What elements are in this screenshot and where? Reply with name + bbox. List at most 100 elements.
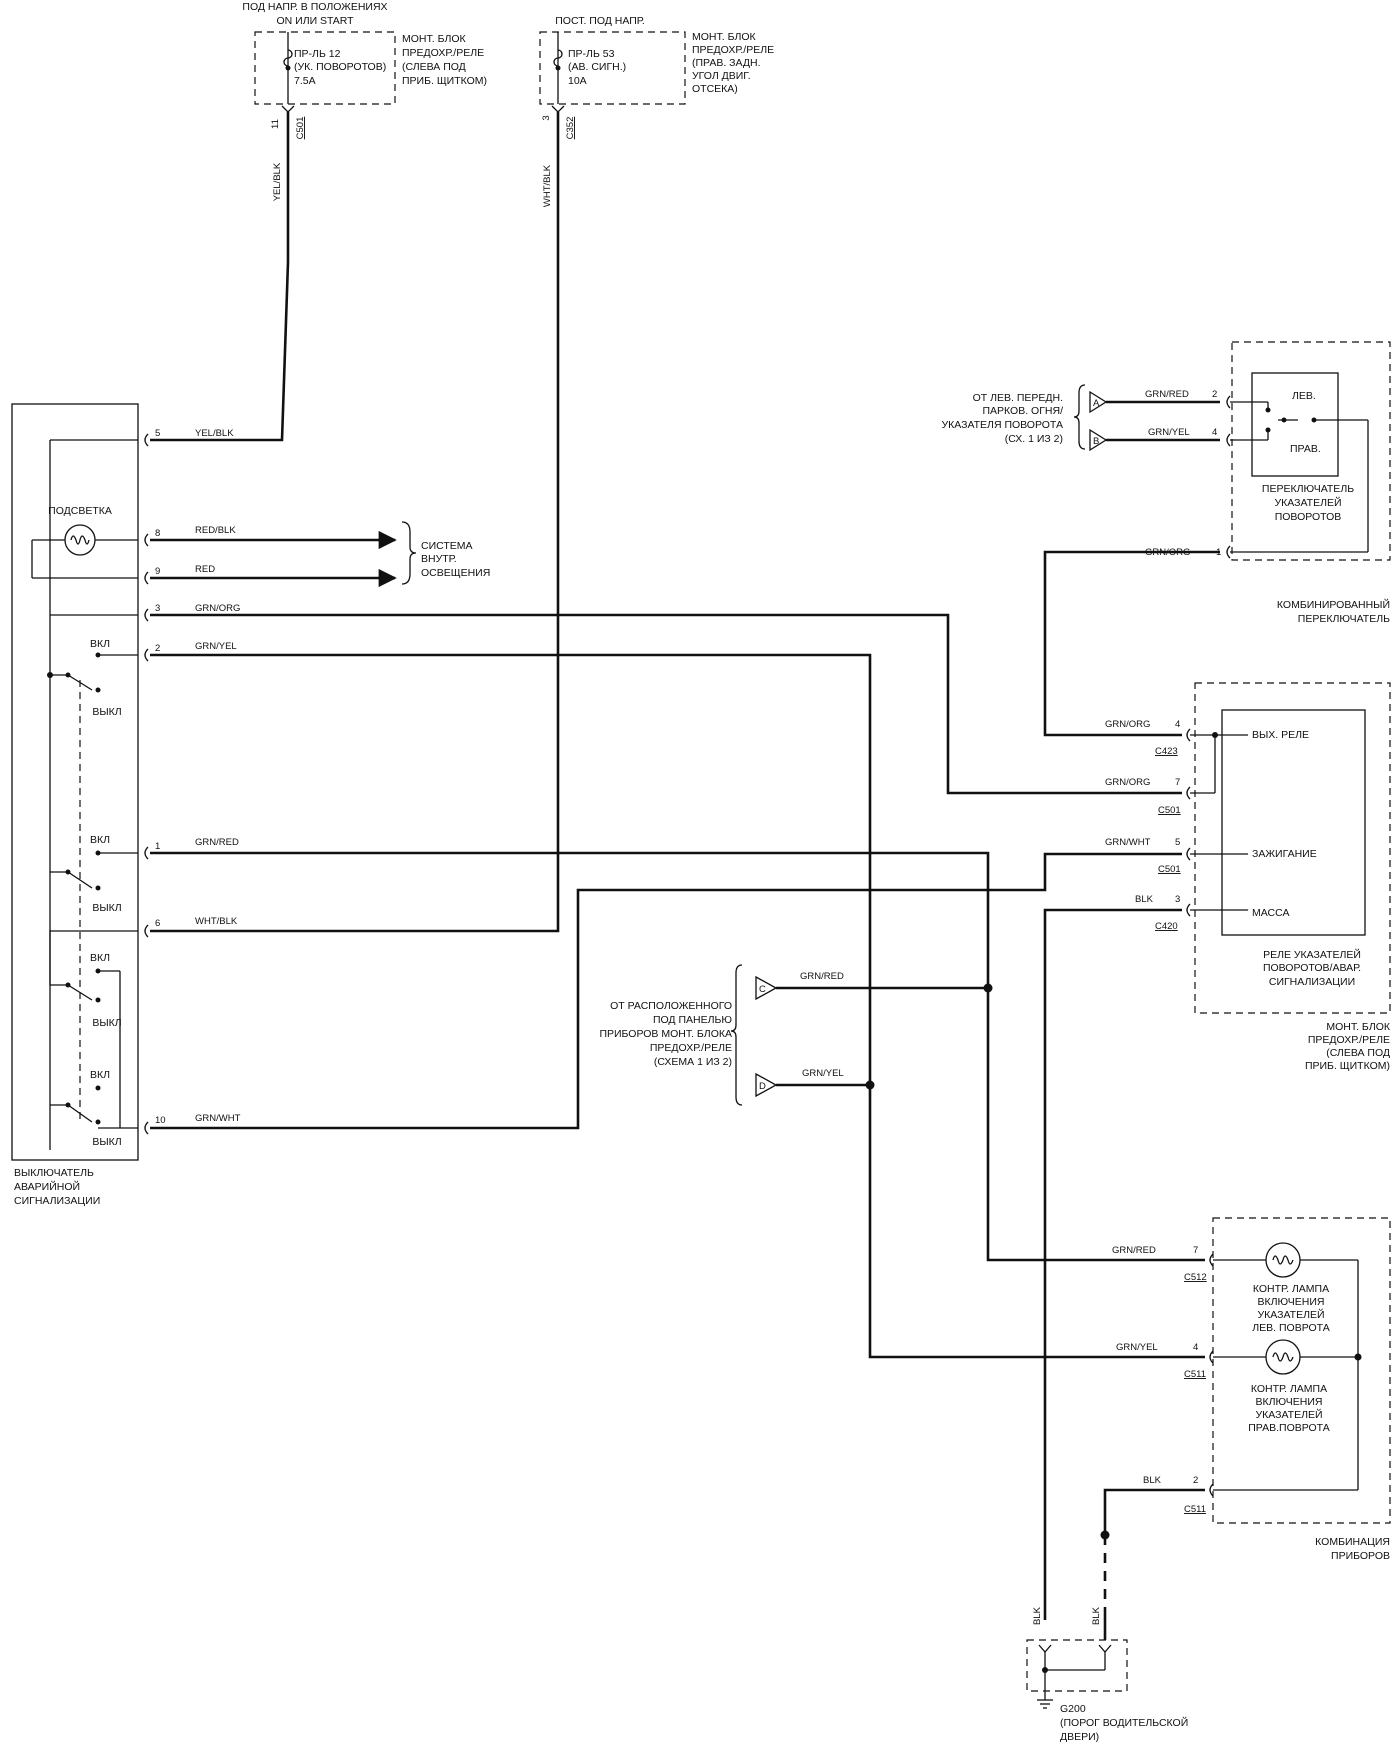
wire-grn-wht [150, 852, 1182, 1130]
junction-dot [983, 983, 993, 993]
relay-ground-label: МАССА [1252, 907, 1289, 919]
connector-icon [144, 433, 149, 1135]
interior-lighting-line3: ОСВЕЩЕНИЯ [421, 567, 490, 579]
hazard-switch-outline [11, 403, 139, 1161]
cluster-conn-c511-a: C511 [1184, 1369, 1206, 1380]
wire-wht-blk [150, 112, 560, 933]
relay-title-2: ПОВОРОТОВ/АВАР. [1263, 962, 1361, 974]
cluster-pin-2: 2 [1193, 1475, 1198, 1486]
panel-ref-line2: ПОД ПАНЕЛЬЮ [653, 1014, 732, 1026]
right-lamp-line2: ВКЛЮЧЕНИЯ [1256, 1396, 1323, 1408]
flasher-relay: ВЫХ. РЕЛЕ ЗАЖИГАНИЕ МАССА РЕЛЕ УКАЗАТЕЛЕ… [1105, 682, 1391, 1072]
turn-switch-title-2: УКАЗАТЕЛЕЙ [1274, 496, 1341, 509]
ground-outline [1026, 1639, 1128, 1692]
switch-on-label-3: ВКЛ [90, 952, 110, 964]
left-lamp-line4: ЛЕВ. ПОВРОТА [1252, 1322, 1329, 1334]
fuse53-purpose: (АВ. СИГН.) [568, 61, 626, 73]
park-lamp-ref: ОТ ЛЕВ. ПЕРЕДН. ПАРКОВ. ОГНЯ/ УКАЗАТЕЛЯ … [941, 384, 1217, 452]
relay-conn-c501-a: C501 [1158, 805, 1181, 816]
connector-icon [281, 105, 295, 113]
hazard-wire-yel-blk: YEL/BLK [195, 428, 234, 439]
relay-block-1: МОНТ. БЛОК [1326, 1021, 1391, 1033]
hazard-pin-3: 3 [155, 603, 160, 614]
fuse-icon [553, 49, 563, 67]
hazard-pin-1: 1 [155, 841, 160, 852]
relay-block-4: ПРИБ. ЩИТКОМ) [1305, 1060, 1390, 1072]
connector-icon [1038, 1644, 1112, 1653]
combo-switch-title-1: КОМБИНИРОВАННЫЙ [1277, 598, 1390, 611]
fuse12-block-line1: МОНТ. БЛОК [402, 33, 467, 45]
cluster-title-1: КОМБИНАЦИЯ [1315, 1536, 1390, 1548]
fuse12-name: ПР-ЛЬ 12 [294, 48, 341, 60]
brace-icon [401, 521, 417, 585]
switch-off-label-4: ВЫКЛ [92, 1136, 121, 1148]
fuse53-block-line4: УГОЛ ДВИГ. [692, 70, 751, 82]
hazard-pin-8: 8 [155, 528, 160, 539]
relay-wire-5: GRN/WHT [1105, 837, 1151, 848]
wire-blk-cluster [1103, 1488, 1205, 1535]
relay-wire-3: BLK [1135, 894, 1154, 905]
wire-grn-org-hazard [150, 613, 1182, 795]
fuse12-connector: C501 [295, 117, 306, 140]
panel-ref-line4: ПРЕДОХР./РЕЛЕ [650, 1042, 732, 1054]
connector-icon [1226, 395, 1231, 559]
fuse-icon [283, 49, 293, 67]
hazard-wire-grn-wht: GRN/WHT [195, 1113, 241, 1124]
fuse12-pin: 11 [270, 119, 281, 129]
fuse53-block-line2: ПРЕДОХР./РЕЛЕ [692, 44, 774, 56]
fuse53-block-outline [539, 31, 686, 105]
hazard-switch-title-2: АВАРИЙНОЙ [14, 1180, 80, 1193]
wire-grn-org-turn [1043, 550, 1220, 737]
relay-wire-4: GRN/ORG [1105, 719, 1150, 730]
cluster-wire-grn-red: GRN/RED [1112, 1245, 1156, 1256]
fuse12-purpose: (УК. ПОВОРОТОВ) [294, 61, 386, 73]
hazard-wire-grn-org: GRN/ORG [195, 603, 240, 614]
connector-icon [1209, 1253, 1214, 1497]
relay-pin-3: 3 [1175, 894, 1180, 905]
fuse12-block-line3: (СЛЕВА ПОД [402, 61, 466, 73]
cluster-pin-7: 7 [1193, 1245, 1198, 1256]
interior-lighting-line2: ВНУТР. [421, 553, 457, 565]
brace-icon [730, 964, 743, 1106]
ground-wire-left: BLK [1032, 1606, 1043, 1625]
fuse53-name: ПР-ЛЬ 53 [568, 48, 615, 60]
park-wire-grn-yel: GRN/YEL [1148, 427, 1190, 438]
panel-wire-grn-red: GRN/RED [800, 971, 844, 982]
interior-lighting-ref: СИСТЕМА ВНУТР. ОСВЕЩЕНИЯ [401, 521, 490, 585]
park-pin-2: 2 [1212, 389, 1217, 400]
hazard-wire-red-blk: RED/BLK [195, 525, 236, 536]
park-ref-line3: УКАЗАТЕЛЯ ПОВОРОТА [941, 419, 1063, 431]
park-pin-4: 4 [1212, 427, 1217, 438]
fuse53-supply: ПОСТ. ПОД НАПР. [555, 15, 645, 27]
right-lamp-line1: КОНТР. ЛАМПА [1251, 1383, 1327, 1395]
relay-conn-c420: C420 [1155, 921, 1178, 932]
cluster-conn-c512: C512 [1184, 1272, 1207, 1283]
fuse12-block-line4: ПРИБ. ЩИТКОМ) [402, 75, 487, 87]
cluster-wire-blk: BLK [1143, 1475, 1162, 1486]
left-lamp-line2: ВКЛЮЧЕНИЯ [1258, 1296, 1325, 1308]
connector-icon [755, 1072, 778, 1098]
fuse53-connector: C352 [565, 117, 576, 140]
left-lamp-line1: КОНТР. ЛАМПА [1253, 1283, 1329, 1295]
fuse53-terminal [555, 65, 561, 71]
panel-conn-c: C [759, 984, 766, 995]
ground-location-1: (ПОРОГ ВОДИТЕЛЬСКОЙ [1060, 1716, 1188, 1729]
combo-switch-title-2: ПЕРЕКЛЮЧАТЕЛЬ [1298, 613, 1390, 625]
relay-conn-c423: C423 [1155, 746, 1178, 757]
turn-signal-switch: ЛЕВ. ПРАВ. ПЕРЕКЛЮЧАТЕЛЬ УКАЗАТЕЛЕЙ ПОВО… [1145, 341, 1391, 625]
hazard-pin-6: 6 [155, 918, 160, 929]
ground-wire-right: BLK [1091, 1606, 1102, 1625]
cluster-outline [1212, 1217, 1391, 1524]
right-lamp-line4: ПРАВ.ПОВРОТА [1248, 1422, 1330, 1434]
relay-pin-7: 7 [1175, 777, 1180, 788]
ground-location-2: ДВЕРИ) [1060, 1731, 1099, 1743]
switch-on-label-1: ВКЛ [90, 638, 110, 650]
junction-dot [865, 1080, 875, 1090]
cluster-wire-grn-yel: GRN/YEL [1116, 1342, 1158, 1353]
fuse-12-group: ПОД НАПР. В ПОЛОЖЕНИЯХ ON ИЛИ START ПР-Л… [242, 1, 487, 201]
hazard-wire-grn-red: GRN/RED [195, 837, 239, 848]
lamp-icon [64, 524, 96, 556]
relay-pin-4: 4 [1175, 719, 1180, 730]
panel-ref-line3: ПРИБОРОВ МОНТ. БЛОКА [599, 1028, 732, 1040]
combo-switch-outline [1231, 341, 1391, 561]
